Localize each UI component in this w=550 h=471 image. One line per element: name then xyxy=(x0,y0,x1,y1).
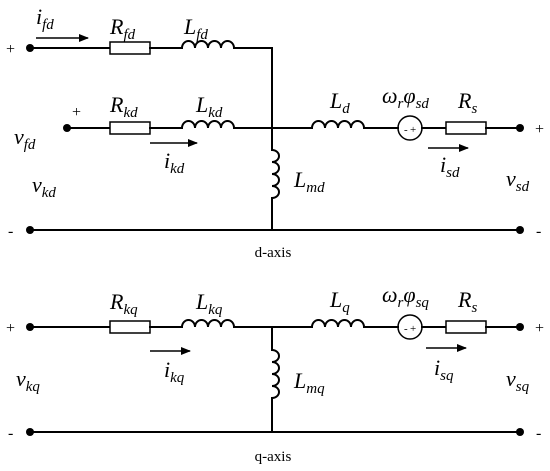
inductor-ld xyxy=(311,120,365,129)
emf-source-d-plus-sign: + xyxy=(410,124,416,136)
caption-d-axis: d-axis xyxy=(255,245,292,261)
resistor-rs-d xyxy=(445,121,487,135)
label-lkd: Lkd xyxy=(195,92,223,121)
label-emf-d: ωrφsd xyxy=(382,83,429,112)
polarity-sq-plus: + xyxy=(535,320,544,337)
inductor-lkq xyxy=(181,319,235,328)
label-emf-q: ωrφsq xyxy=(382,282,429,311)
polarity-sd-plus: + xyxy=(535,121,544,138)
terminal-kq-plus xyxy=(26,323,34,331)
inductor-lfd xyxy=(181,40,235,49)
polarity-fd-plus: + xyxy=(6,41,15,58)
polarity-q-left-minus: - xyxy=(8,425,13,442)
polarity-q-right-minus: - xyxy=(536,425,541,442)
label-ifd: ifd xyxy=(36,4,54,33)
label-vsd: vsd xyxy=(506,166,530,195)
emf-source-d-minus-sign: - xyxy=(404,124,408,136)
emf-source-q-plus-sign: + xyxy=(410,323,416,335)
emf-source-q-minus-sign: - xyxy=(404,323,408,335)
terminal-sd-plus xyxy=(516,124,524,132)
label-isq: isq xyxy=(434,355,454,384)
label-vkq: vkq xyxy=(16,366,40,395)
label-rkq: Rkq xyxy=(109,289,138,318)
polarity-d-right-minus: - xyxy=(536,223,541,240)
polarity-d-left-minus: - xyxy=(8,223,13,240)
label-lkq: Lkq xyxy=(195,289,223,318)
polarity-kq-plus: + xyxy=(6,320,15,337)
label-rfd: Rfd xyxy=(109,14,136,43)
label-vsq: vsq xyxy=(506,366,530,395)
terminal-sq-plus xyxy=(516,323,524,331)
resistor-rkq xyxy=(109,320,151,334)
inductor-lkd xyxy=(181,120,235,129)
terminal-fd-plus xyxy=(26,44,34,52)
label-lq: Lq xyxy=(329,287,350,316)
terminal-q-right-minus xyxy=(516,428,524,436)
label-rs-d: Rs xyxy=(457,88,477,117)
label-isd: isd xyxy=(440,152,460,181)
resistor-rkd xyxy=(109,121,151,135)
d-axis-circuit: - + + + + - - ifd Rfd Lfd Rkd Lkd ikd xyxy=(6,4,544,261)
polarity-kd-plus: + xyxy=(72,104,81,121)
label-ikq: ikq xyxy=(164,357,185,386)
label-rkd: Rkd xyxy=(109,92,138,121)
label-vkd: vkd xyxy=(32,172,56,201)
label-ikd: ikd xyxy=(164,148,185,177)
terminal-kd-plus xyxy=(63,124,71,132)
resistor-rfd xyxy=(109,41,151,55)
label-lmq: Lmq xyxy=(293,368,325,397)
label-vfd: vfd xyxy=(14,124,36,153)
q-axis-circuit: - + + + - - Rkq Lkq ikq Lq ωrφsq Rs isq … xyxy=(6,282,544,465)
inductor-lq xyxy=(311,319,365,328)
inductor-lmq xyxy=(271,349,280,399)
terminal-q-left-minus xyxy=(26,428,34,436)
inductor-lmd xyxy=(271,149,280,199)
caption-q-axis: q-axis xyxy=(255,449,292,465)
resistor-rs-q xyxy=(445,320,487,334)
label-rs-q: Rs xyxy=(457,287,477,316)
label-ld: Ld xyxy=(329,88,350,117)
label-lfd: Lfd xyxy=(183,14,208,43)
label-lmd: Lmd xyxy=(293,167,325,196)
terminal-d-left-minus xyxy=(26,226,34,234)
terminal-d-right-minus xyxy=(516,226,524,234)
